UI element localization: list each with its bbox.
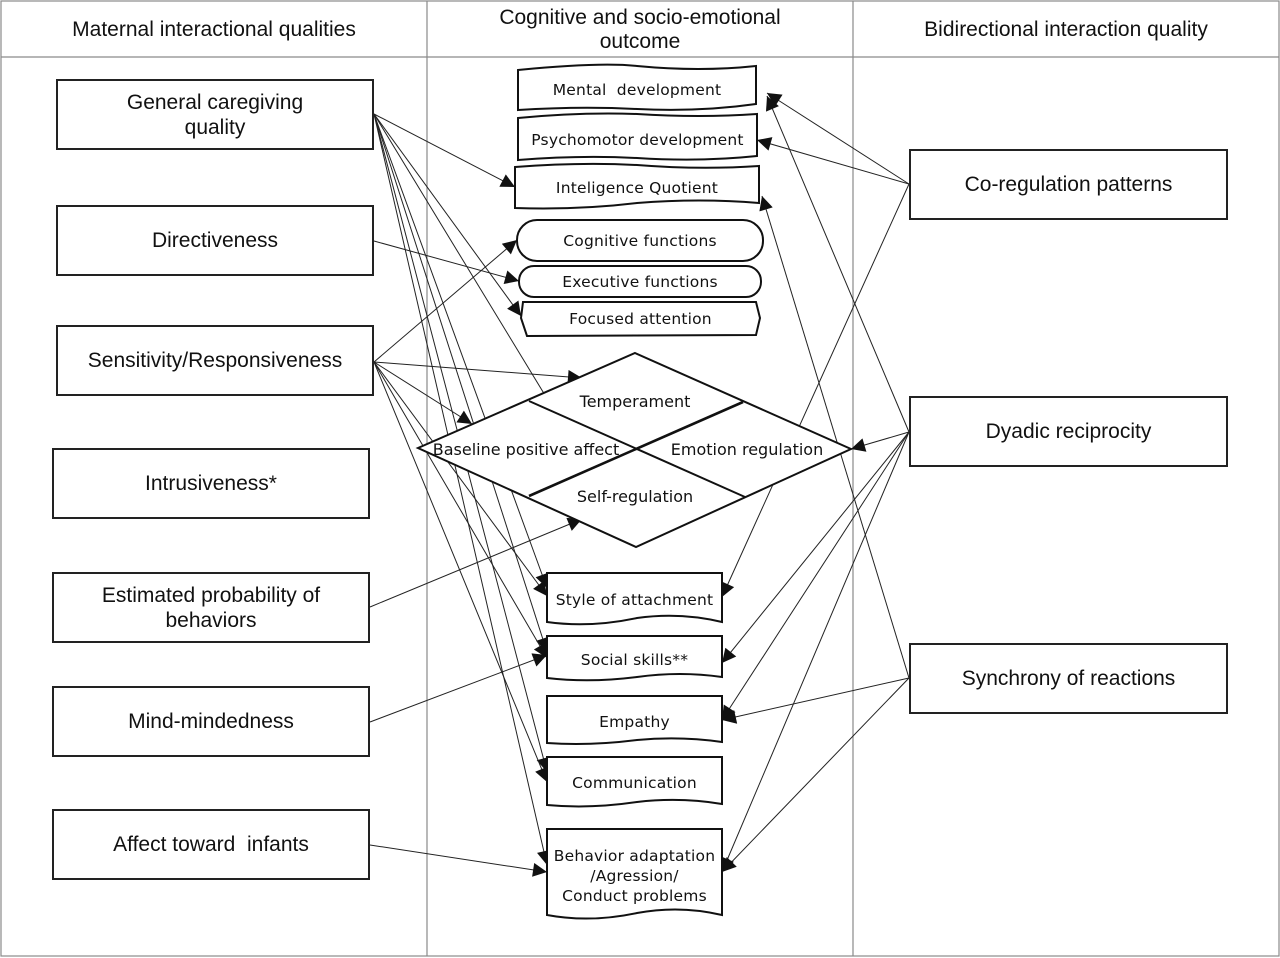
shape-comm <box>546 756 723 808</box>
node-directiveness[interactable]: Directiveness <box>56 205 374 276</box>
node-baseline-positive-affect[interactable]: Baseline positive affect <box>432 439 620 459</box>
edge-gcq-to-iq <box>373 113 516 188</box>
edge-gcq-to-foc <box>373 113 522 317</box>
node-communication[interactable]: Communication <box>572 774 697 792</box>
edge-sync-to-beh <box>721 677 910 873</box>
shape-foc <box>519 301 762 338</box>
column-header-bidirectional: Bidirectional interaction quality <box>924 18 1208 41</box>
node-synchrony-of-reactions[interactable]: Synchrony of reactions <box>909 643 1228 714</box>
shape-iq <box>514 162 760 210</box>
shape-mental <box>517 63 757 112</box>
node-inteligence-quotient[interactable]: Inteligence Quotient <box>555 179 719 197</box>
edge-sync-to-emp <box>721 677 910 724</box>
node-sensitivity-responsiveness[interactable]: Sensitivity/Responsiveness <box>56 325 374 396</box>
behavior-label-line-1: Behavior adaptation <box>553 847 716 865</box>
shape-soc <box>546 635 723 682</box>
edge-gcq-to-beh <box>373 113 551 866</box>
node-style-of-attachment[interactable]: Style of attachment <box>555 591 714 609</box>
edges-layer <box>369 92 910 877</box>
edge-est-to-self <box>369 517 583 608</box>
edge-dyad-to-soc <box>721 431 910 664</box>
edge-dir-to-exef <box>373 240 520 285</box>
edge-sync-to-iq <box>759 195 910 679</box>
edge-gcq-to-att <box>373 113 549 589</box>
edge-dyad-to-emo <box>850 431 910 452</box>
column-header-outcome: Cognitive and socio-emotional outcome <box>499 6 781 53</box>
edge-sens-to-comm <box>373 361 549 783</box>
node-intrusiveness[interactable]: Intrusiveness* <box>52 448 370 519</box>
edge-dyad-to-emp <box>721 431 910 721</box>
outcome-shapes <box>415 63 854 920</box>
node-estimated-probability[interactable]: Estimated probability of behaviors <box>52 572 370 643</box>
shape-att <box>546 572 723 626</box>
node-empathy[interactable]: Empathy <box>599 713 670 731</box>
edge-mind-to-soc <box>369 653 548 723</box>
node-co-regulation-patterns[interactable]: Co-regulation patterns <box>909 149 1228 220</box>
shape-beh <box>546 828 723 920</box>
node-executive-functions[interactable]: Executive functions <box>562 272 718 291</box>
edge-dyad-to-mental <box>766 95 910 433</box>
node-dyadic-reciprocity[interactable]: Dyadic reciprocity <box>909 396 1228 467</box>
shape-cogf <box>516 219 764 262</box>
behavior-label-line-2: /Agression/ <box>590 867 679 885</box>
shape-psycho <box>517 112 758 162</box>
node-behavior-adaptation[interactable]: Behavior adaptation /Agression/ Conduct … <box>545 846 724 906</box>
edge-sens-to-att <box>373 361 548 597</box>
node-focused-attention[interactable]: Focused attention <box>569 310 712 328</box>
node-temperament[interactable]: Temperament <box>579 391 691 411</box>
node-mind-mindedness[interactable]: Mind-mindedness <box>52 686 370 757</box>
node-psychomotor-development[interactable]: Psychomotor development <box>531 131 744 149</box>
column-header-maternal: Maternal interactional qualities <box>72 18 356 41</box>
edge-sens-to-temp <box>373 361 583 384</box>
edge-coreg-to-att <box>721 183 910 598</box>
edge-aff-to-beh <box>369 844 548 877</box>
edge-coreg-to-psycho <box>756 137 910 185</box>
behavior-label-line-3: Conduct problems <box>562 887 707 905</box>
edge-gcq-to-soc <box>373 113 550 653</box>
edge-dyad-to-beh <box>721 431 910 873</box>
edge-sens-to-bpa <box>373 361 473 425</box>
node-general-caregiving-quality[interactable]: General caregiving quality <box>56 79 374 150</box>
node-social-skills[interactable]: Social skills** <box>580 651 689 669</box>
node-emotion-regulation[interactable]: Emotion regulation <box>670 439 824 459</box>
node-affect-toward-infants[interactable]: Affect toward infants <box>52 809 370 880</box>
node-cognitive-functions[interactable]: Cognitive functions <box>563 231 717 250</box>
diamond-inner-line-2 <box>528 400 744 498</box>
shape-exef <box>518 265 762 298</box>
shape-emp <box>546 695 723 745</box>
node-self-regulation[interactable]: Self-regulation <box>576 486 694 506</box>
edge-sens-to-cogf <box>373 239 518 363</box>
node-mental-development[interactable]: Mental development <box>552 81 722 99</box>
edge-sens-to-soc <box>373 361 548 659</box>
edge-coreg-to-mental <box>766 92 910 185</box>
